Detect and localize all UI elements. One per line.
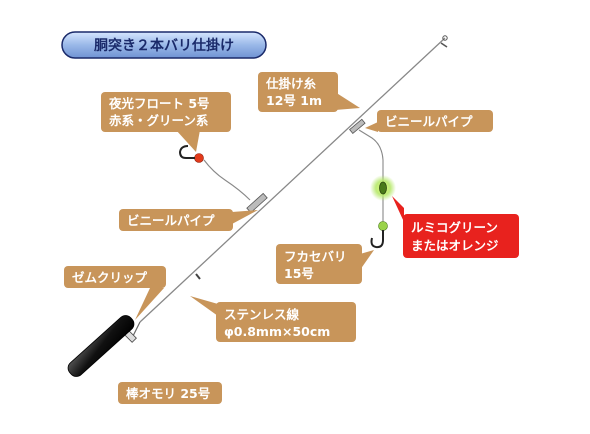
- vinyl-pipe-right: [349, 118, 366, 135]
- hook-right-icon: [370, 230, 384, 249]
- callout-vinyl-pipe-left: ビニールパイプ: [119, 209, 258, 231]
- hook-label-line1: フカセバリ: [284, 249, 347, 264]
- callout-lumi: ルミコグリーン またはオレンジ: [392, 196, 519, 258]
- callout-float: 夜光フロート 5号 赤系・グリーン系: [101, 92, 231, 152]
- main-line: [139, 37, 446, 323]
- callout-sinker: 棒オモリ 25号: [118, 382, 222, 404]
- callout-vinyl-pipe-right: ビニールパイプ: [365, 110, 493, 132]
- callout-zem-clip: ゼムクリップ: [64, 266, 166, 320]
- clip-junction: [195, 273, 201, 280]
- diagram-title: 胴突き２本バリ仕掛け: [94, 37, 234, 54]
- top-swivel: [440, 35, 448, 48]
- lumi-label-line2: またはオレンジ: [411, 238, 499, 253]
- stainless-label-line1: ステンレス線: [224, 307, 300, 322]
- main-line-label-line1: 仕掛け糸: [265, 76, 317, 91]
- vinyl-pipe-left: [246, 192, 268, 214]
- callout-hook: フカセバリ 15号: [276, 244, 374, 284]
- bar-sinker: [67, 315, 135, 377]
- title-badge: 胴突き２本バリ仕掛け: [61, 31, 267, 59]
- callout-main-line: 仕掛け糸 12号 1m: [258, 72, 360, 112]
- vinyl-pipe-left-label: ビニールパイプ: [127, 213, 215, 228]
- float-label-line2: 赤系・グリーン系: [109, 113, 209, 128]
- lumi-bead: [378, 221, 388, 231]
- zem-clip-label: ゼムクリップ: [72, 270, 148, 285]
- sinker-label: 棒オモリ 25号: [126, 386, 210, 401]
- left-branch: [178, 145, 268, 214]
- right-branch: [349, 118, 396, 249]
- float-label-line1: 夜光フロート 5号: [108, 96, 210, 111]
- main-line-label-line2: 12号 1m: [266, 93, 322, 108]
- hook-label-line2: 15号: [284, 266, 314, 281]
- callout-stainless: ステンレス線 φ0.8mm×50cm: [190, 296, 356, 342]
- vinyl-pipe-right-label: ビニールパイプ: [385, 114, 473, 129]
- lumi-label-line1: ルミコグリーン: [411, 220, 498, 235]
- stainless-label-line2: φ0.8mm×50cm: [224, 324, 330, 339]
- hook-left-icon: [178, 145, 195, 159]
- float-bead: [194, 153, 204, 163]
